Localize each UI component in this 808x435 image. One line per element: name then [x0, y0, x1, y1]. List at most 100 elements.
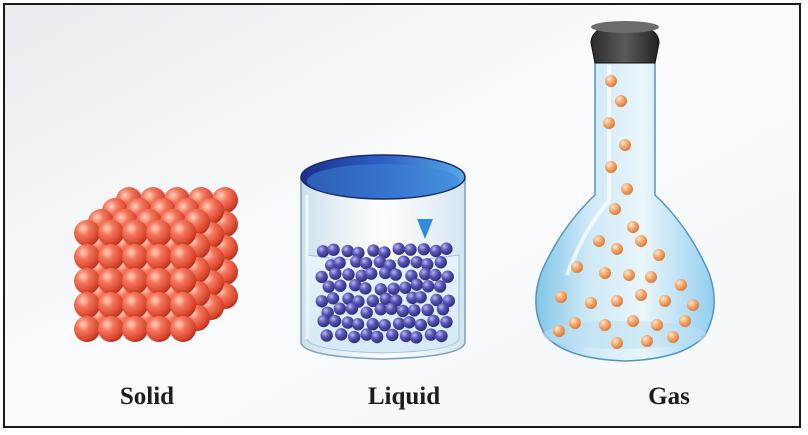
liquid-particle [315, 270, 328, 284]
gas-particle [687, 299, 699, 311]
solid-particle [146, 292, 172, 318]
liquid-particle [359, 282, 372, 295]
liquid-particle [333, 256, 346, 269]
solid-particle [146, 316, 172, 342]
liquid-particle [428, 268, 442, 282]
gas-particle [615, 95, 627, 107]
liquid-particle [342, 292, 355, 305]
gas-particle [611, 337, 623, 349]
liquid-beaker [300, 154, 466, 360]
liquid-particle [429, 244, 443, 258]
liquid-particle [364, 267, 378, 280]
liquid-particle [397, 255, 410, 268]
states-of-matter-illustration [5, 5, 799, 426]
liquid-particle [370, 330, 384, 344]
solid-particle [74, 268, 100, 294]
solid-particle-cube [74, 187, 238, 342]
gas-particle [571, 261, 583, 273]
liquid-particle [320, 329, 333, 342]
liquid-particle [387, 282, 400, 296]
liquid-particle [360, 328, 373, 341]
liquid-particle [366, 294, 379, 308]
solid-particle [170, 244, 196, 270]
solid-particle [170, 268, 196, 294]
liquid-particle [367, 244, 380, 257]
solid-particle [74, 220, 100, 246]
liquid-particle [334, 328, 348, 341]
solid-particle [98, 268, 124, 294]
liquid-particle [385, 302, 398, 315]
gas-particles [553, 75, 699, 349]
gas-particle [619, 139, 631, 151]
solid-label: Solid [119, 383, 175, 410]
liquid-particle [396, 304, 410, 318]
gas-particle [679, 315, 691, 327]
liquid-particle [414, 318, 428, 332]
liquid-particle [334, 279, 347, 292]
gas-particle [621, 183, 633, 195]
solid-particle [122, 292, 148, 318]
solid-particle [146, 220, 172, 246]
liquid-particle [403, 316, 416, 329]
liquid-particle [366, 317, 379, 331]
gas-particle [569, 317, 581, 329]
liquid-particle [389, 268, 402, 281]
liquid-particle [327, 243, 340, 256]
liquid-particle [322, 280, 335, 293]
gas-particle [641, 335, 653, 347]
gas-particle [605, 161, 617, 173]
solid-particle [98, 244, 124, 270]
liquid-particle [399, 329, 413, 343]
solid-particle [74, 292, 100, 318]
liquid-particle [355, 269, 368, 282]
solid-particle [170, 292, 196, 318]
liquid-particle [392, 242, 405, 256]
gas-particle [623, 269, 635, 281]
gas-particle [605, 75, 617, 87]
liquid-particle [329, 267, 342, 280]
liquid-particle [424, 328, 438, 341]
liquid-particle [440, 315, 453, 329]
liquid-particle [427, 314, 440, 328]
gas-particle [555, 291, 567, 303]
liquid-particle [410, 278, 423, 291]
liquid-particle [374, 283, 387, 296]
liquid-particle [430, 293, 443, 307]
solid-particle [170, 220, 196, 246]
liquid-particle [315, 295, 329, 308]
liquid-particle [419, 267, 432, 281]
gas-particle [603, 117, 615, 129]
gas-particle [553, 325, 565, 337]
liquid-particle [421, 303, 434, 317]
solid-particle [98, 292, 124, 318]
liquid-particle [408, 304, 421, 317]
liquid-particle [333, 302, 347, 315]
liquid-particle [326, 292, 340, 305]
gas-particle [667, 331, 679, 343]
liquid-particle [410, 255, 423, 269]
liquid-particle [440, 242, 453, 255]
gas-particle [599, 319, 611, 331]
liquid-particle [414, 291, 427, 304]
gas-particle [675, 279, 687, 291]
solid-particle [146, 244, 172, 270]
solid-particle [74, 316, 100, 342]
gas-particle [653, 249, 665, 261]
liquid-particle [351, 318, 365, 331]
gas-particle [635, 289, 647, 301]
solid-particle [98, 316, 124, 342]
gas-flask [535, 21, 715, 362]
liquid-particle [342, 268, 355, 281]
liquid-particle [399, 281, 412, 294]
solid-particle [170, 316, 196, 342]
liquid-particle [317, 314, 330, 328]
gas-particle [585, 297, 597, 309]
gas-particle [593, 235, 605, 247]
gas-particle [609, 203, 621, 215]
liquid-particle [316, 245, 330, 258]
liquid-particle [436, 302, 450, 316]
liquid-label: Liquid [367, 383, 441, 410]
liquid-particle [345, 302, 359, 315]
gas-particle [645, 271, 657, 283]
gas-label: Gas [648, 383, 690, 410]
